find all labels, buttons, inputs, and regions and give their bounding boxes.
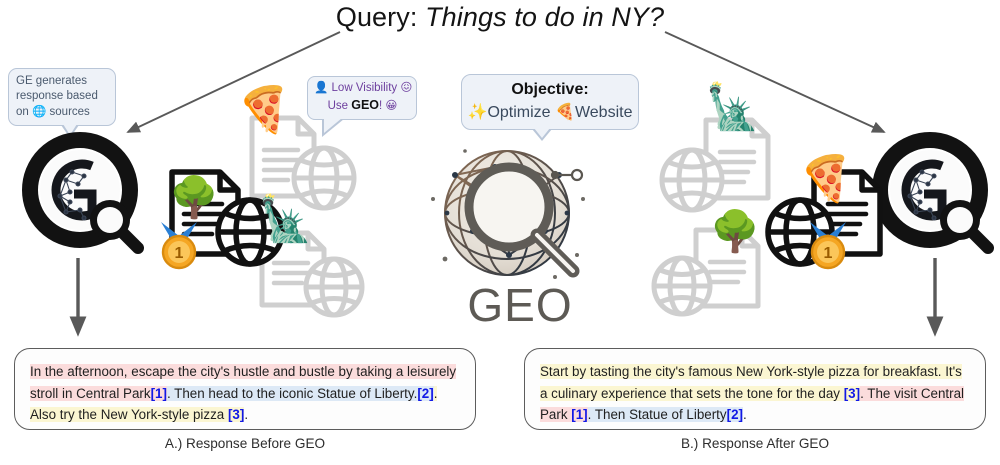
callout-tail-inner [63, 124, 77, 135]
answer-segment: . Then Statue of Liberty [587, 407, 727, 423]
pizza-icon-right: 🍕 [793, 145, 858, 208]
use-geo-post: ! [379, 100, 383, 113]
low-visibility-line: 👤 Low Visibility 😖 [314, 80, 413, 96]
low-visibility-text: Low Visibility [331, 82, 398, 94]
source-card-pizza-right [765, 169, 883, 267]
callout-tail-inner [324, 118, 342, 133]
confounded-face-icon: 😖 [400, 80, 413, 94]
generative-engine-logo-left [22, 132, 144, 254]
source-card-liberty-right [659, 117, 771, 213]
ge-callout-line3: on 🌐 sources [16, 104, 109, 120]
response-before-geo-box: In the afternoon, escape the city's hust… [14, 348, 476, 430]
rank-medal-right: 1 [810, 222, 846, 270]
person-icon: 👤 [314, 80, 329, 94]
use-geo-pre: Use [327, 100, 349, 113]
svg-text:1: 1 [824, 245, 833, 262]
ge-callout-line3-post: sources [49, 106, 90, 119]
answer-citation: [2] [726, 407, 743, 423]
answer-segment: . Then head to the iconic Statue of Libe… [166, 385, 418, 401]
answer-citation: [3] [227, 407, 245, 423]
callout-tail-inner [534, 128, 550, 138]
geo-logo-label: GEO [467, 279, 572, 325]
pizza-icon: 🍕 [555, 102, 575, 122]
query-value: Things to do in NY? [425, 2, 665, 32]
response-after-geo-box: Start by tasting the city's famous New Y… [524, 348, 986, 430]
ge-callout-line2: response based [16, 90, 98, 103]
source-card-liberty-left [259, 230, 365, 318]
page-title: Query: Things to do in NY? [0, 2, 1000, 33]
answer-citation: [2] [417, 385, 434, 401]
query-label: Query: [335, 2, 418, 32]
objective-body: ✨Optimize 🍕Website [467, 101, 633, 123]
statue-of-liberty-icon-left: 🗽 [258, 194, 313, 245]
geo-logo: GEO [431, 149, 585, 325]
statue-of-liberty-icon-right: 🗽 [705, 82, 760, 133]
globe-icon: 🌐 [32, 104, 47, 119]
source-card-central-park-right [651, 227, 761, 317]
caption-response-after-geo: B.) Response After GEO [680, 436, 830, 451]
objective-action: Optimize [487, 104, 551, 122]
caption-response-before-geo: A.) Response Before GEO [164, 436, 326, 451]
objective-target: Website [574, 104, 633, 122]
use-geo-line: Use GEO! 😀 [314, 97, 411, 114]
answer-segment: . [244, 407, 249, 423]
answer-citation: [3] [843, 385, 861, 401]
objective-callout: Objective: ✨Optimize 🍕Website [461, 74, 639, 141]
answer-segment: . [742, 407, 747, 423]
objective-title: Objective: [511, 81, 589, 98]
ge-callout-line3-pre: on [16, 106, 29, 119]
low-visibility-callout: 👤 Low Visibility 😖 Use GEO! 😀 [307, 76, 417, 137]
ge-callout-line1: GE generates [16, 75, 87, 87]
pizza-icon-left: 🍕 [231, 76, 296, 139]
use-geo-strong: GEO [351, 98, 380, 113]
source-card-pizza-left [249, 115, 357, 211]
tree-icon-right: 🌳 [710, 209, 760, 255]
answer-citation: [1] [571, 407, 588, 423]
svg-text:1: 1 [175, 245, 184, 262]
magic-wand-icon: ✨ [467, 102, 488, 122]
tree-icon-left: 🌳 [169, 175, 219, 221]
ge-generates-callout: GE generates response based on 🌐 sources [8, 68, 116, 138]
grinning-face-icon: 😀 [385, 98, 398, 113]
rank-medal-left: 1 [161, 222, 197, 270]
answer-citation: [1] [150, 385, 167, 401]
